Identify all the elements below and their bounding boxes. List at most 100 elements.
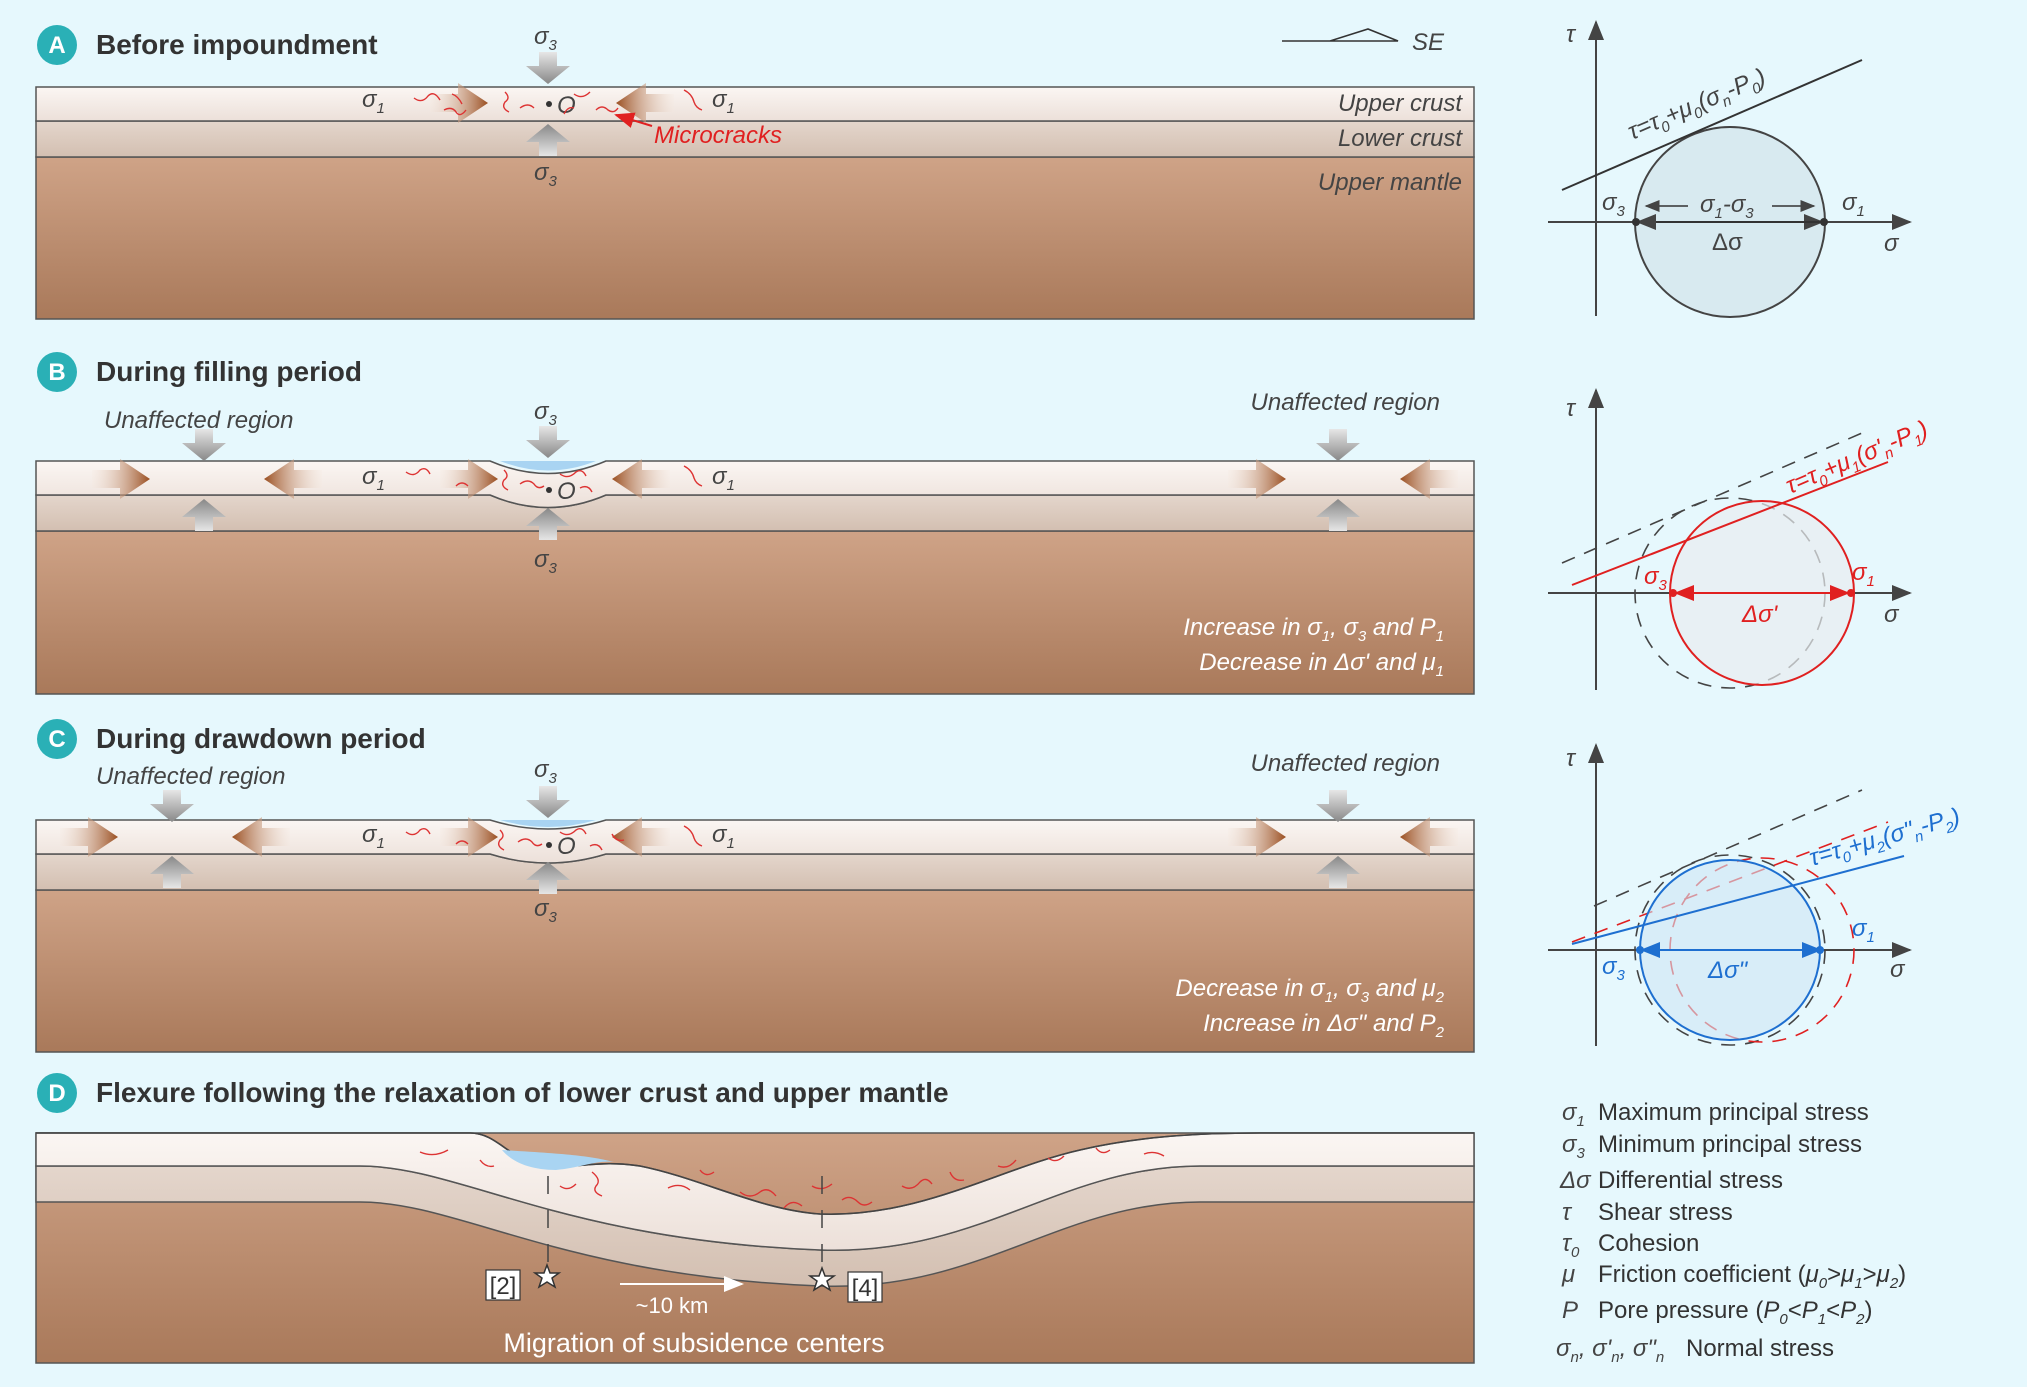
panel-b: B During filling period Unaffected regio… xyxy=(35,352,1475,695)
panel-d-section xyxy=(35,1132,1475,1364)
legend-symbol: P xyxy=(1562,1297,1578,1324)
tau-axis-label: τ xyxy=(1566,745,1577,772)
failure-envelope xyxy=(1571,855,1905,945)
panel-a-badge xyxy=(37,25,77,65)
diff-label: σ1-σ3 xyxy=(1700,191,1754,222)
legend-symbol: μ xyxy=(1561,1261,1575,1288)
sigma3-point xyxy=(1632,218,1640,226)
upper-mantle-layer xyxy=(35,156,1475,320)
delta-sigma-label: Δσ" xyxy=(1707,957,1749,984)
legend: σ1 Maximum principal stress σ3 Minimum p… xyxy=(1556,1099,1906,1366)
panel-d: D Flexure following the relaxation of lo… xyxy=(35,1073,1475,1364)
legend-symbol: τ0 xyxy=(1562,1230,1580,1261)
upper-mantle-label: Upper mantle xyxy=(1318,169,1462,196)
panel-c: C During drawdown period Unaffected regi… xyxy=(35,719,1475,1053)
panel-d-badge-letter: D xyxy=(48,1080,65,1107)
legend-text: Differential stress xyxy=(1598,1167,1783,1194)
sigma1-label: σ1 xyxy=(1852,915,1875,946)
panel-c-badge-letter: C xyxy=(48,726,65,753)
panel-c-note-2: Increase in Δσ" and P2 xyxy=(1203,1010,1445,1041)
sigma3-point xyxy=(1669,589,1677,597)
sigma1-point xyxy=(1847,589,1855,597)
mohr-a: τ σ σ1-σ3 Δσ σ3 σ1 τ=τ0+μ0(σn-P0) xyxy=(1548,20,1912,318)
delta-sigma-label: Δσ xyxy=(1712,229,1743,256)
microcracks-label: Microcracks xyxy=(654,122,782,149)
legend-text: Shear stress xyxy=(1598,1199,1733,1226)
previous-envelope xyxy=(1561,432,1863,564)
se-direction-icon xyxy=(1282,28,1399,42)
reservoir-water xyxy=(500,461,596,471)
original-mohr-circle xyxy=(1634,854,1826,1046)
legend-text: Pore pressure (P0<P1<P2) xyxy=(1598,1297,1873,1328)
ref-2-box xyxy=(485,1269,521,1301)
microcracks-icon xyxy=(405,465,703,493)
tau-axis-label: τ xyxy=(1566,395,1577,422)
envelope-label: τ=τ0+μ1(σ'n-P1) xyxy=(1782,415,1934,503)
legend-symbol: σ3 xyxy=(1562,1131,1585,1162)
unaffected-right-label: Unaffected region xyxy=(1251,389,1440,416)
sigma3-label: σ3 xyxy=(1602,189,1625,220)
ref-2-label: [2] xyxy=(490,1273,517,1300)
origin-label: O xyxy=(557,92,576,119)
legend-text: Friction coefficient (μ0>μ1>μ2) xyxy=(1598,1261,1906,1292)
sigma1-point xyxy=(1820,218,1828,226)
sigma3-label: σ3 xyxy=(1644,563,1667,594)
se-label: SE xyxy=(1412,29,1445,56)
sigma3-arrow xyxy=(150,790,194,822)
sigma1-point xyxy=(1816,946,1824,954)
legend-symbol: σ1 xyxy=(1562,1099,1585,1130)
sigma3-label: σ3 xyxy=(1602,953,1625,984)
ref-4-box xyxy=(847,1271,883,1303)
sigma1-label: σ1 xyxy=(1842,189,1865,220)
panel-b-note-1: Increase in σ1, σ3 and P1 xyxy=(1183,614,1444,645)
panel-b-note-2: Decrease in Δσ' and μ1 xyxy=(1199,649,1444,680)
panel-a-badge-letter: A xyxy=(48,32,65,59)
star-icon xyxy=(532,1262,562,1289)
origin-label: O xyxy=(557,833,576,860)
legend-text: Cohesion xyxy=(1598,1230,1699,1257)
unaffected-right-label: Unaffected region xyxy=(1251,750,1440,777)
legend-symbol: τ xyxy=(1562,1199,1573,1226)
panel-a-section xyxy=(35,86,1475,320)
sigma-axis-label: σ xyxy=(1884,230,1900,257)
delta-sigma-label: Δσ' xyxy=(1741,601,1779,628)
sigma3-label: σ3 xyxy=(534,23,557,54)
panel-c-title: During drawdown period xyxy=(96,723,426,754)
sigma3-label: σ3 xyxy=(534,398,557,429)
sigma1-label: σ1 xyxy=(1852,559,1875,590)
panel-b-badge-letter: B xyxy=(48,359,65,386)
sigma3-down-arrow xyxy=(526,52,570,84)
upper-crust-label: Upper crust xyxy=(1338,90,1463,117)
lower-crust-label: Lower crust xyxy=(1338,125,1463,152)
reservoir-water xyxy=(502,1150,614,1170)
envelope-label: τ=τ0+μ2(σ"n-P2) xyxy=(1806,803,1964,876)
lower-crust-layer xyxy=(35,120,1475,158)
origin-point xyxy=(546,101,552,107)
tau-axis-label: τ xyxy=(1566,21,1577,48)
panel-a: A Before impoundment Upper crust Lower c… xyxy=(35,23,1475,320)
sigma3-arrow xyxy=(526,786,570,818)
sigma3-arrow xyxy=(1316,429,1360,461)
star-icon xyxy=(807,1265,837,1292)
unaffected-left-label: Unaffected region xyxy=(96,763,285,790)
microcracks-icon xyxy=(405,825,703,851)
failure-envelope xyxy=(1571,461,1889,586)
migration-caption: Migration of subsidence centers xyxy=(503,1328,884,1358)
upper-crust-layer xyxy=(35,86,1475,122)
microcracks-pointer xyxy=(614,112,653,128)
panel-b-title: During filling period xyxy=(96,356,362,387)
legend-text: Minimum principal stress xyxy=(1598,1131,1862,1158)
panel-c-note-1: Decrease in σ1, σ3 and μ2 xyxy=(1175,975,1444,1006)
sigma-axis-label: σ xyxy=(1890,956,1906,983)
panel-c-section xyxy=(35,819,1475,1053)
sigma-axis-label: σ xyxy=(1884,601,1900,628)
original-envelope xyxy=(1593,789,1863,907)
panel-d-badge xyxy=(37,1073,77,1113)
sigma3-label: σ3 xyxy=(534,756,557,787)
ref-4-label: [4] xyxy=(852,1275,879,1302)
panel-d-title: Flexure following the relaxation of lowe… xyxy=(96,1077,949,1108)
origin-point xyxy=(546,842,552,848)
sigma3-point xyxy=(1636,946,1644,954)
